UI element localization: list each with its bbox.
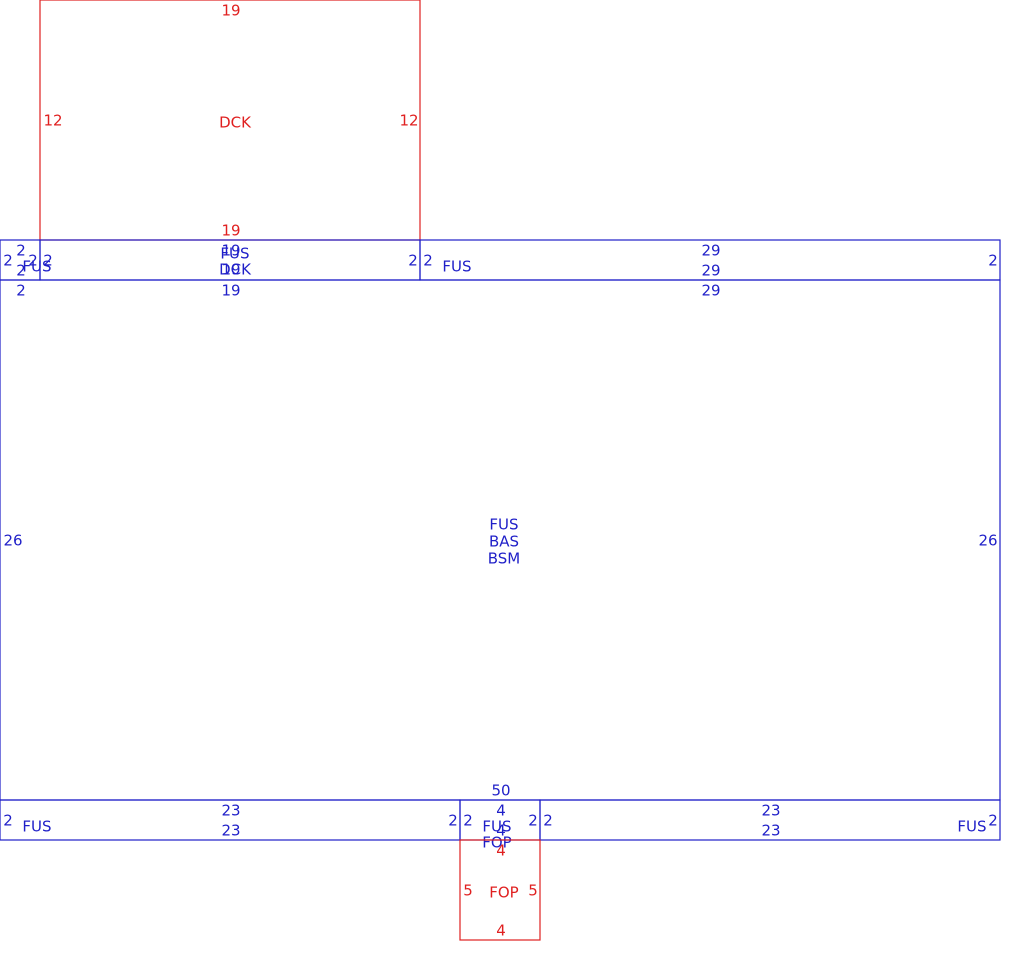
- upper-middle-bottom-dimension: 19: [221, 261, 240, 279]
- main-code-bas: BAS: [489, 533, 519, 551]
- upper-right-code-label: FUS: [442, 258, 471, 276]
- upper-middle-right-dimension: 2: [408, 252, 418, 270]
- deck-right-dimension: 12: [399, 112, 418, 130]
- porch-right-dimension: 5: [528, 882, 538, 900]
- upper-right-right-dimension: 2: [988, 252, 998, 270]
- lower-left-code-label: FUS: [22, 818, 51, 836]
- lower-middle-code-fus: FUS: [482, 818, 511, 836]
- deck-bottom-dimension: 19: [221, 222, 240, 240]
- lower-right-left-dimension: 2: [543, 812, 553, 830]
- deck-top-dimension: 19: [221, 2, 240, 20]
- lower-right-top-dimension: 23: [761, 802, 780, 820]
- main-code-fus: FUS: [489, 516, 518, 534]
- porch-top-dimension: 4: [496, 842, 506, 860]
- main-code-bsm: BSM: [488, 550, 521, 568]
- deck-code-label: DCK: [219, 114, 252, 132]
- lower-middle-top-dimension: 4: [496, 802, 506, 820]
- lower-middle-left-dimension: 2: [463, 812, 473, 830]
- porch-code-label: FOP: [489, 884, 518, 902]
- porch-outline: [459, 839, 541, 941]
- upper-small-top-dimension: 2: [16, 242, 26, 260]
- main-top-right-dimension: 29: [701, 282, 720, 300]
- porch-left-dimension: 5: [463, 882, 473, 900]
- upper-middle-top-dimension: 19: [221, 242, 240, 260]
- main-left-dimension: 26: [3, 532, 22, 550]
- porch-bottom-dimension: 4: [496, 922, 506, 940]
- lower-left-left-dimension: 2: [3, 812, 13, 830]
- lower-middle-bottom-dimension: 4: [496, 822, 506, 840]
- upper-middle-left-dimension: 2: [43, 252, 53, 270]
- upper-middle-code-dck: DCK: [219, 261, 252, 279]
- lower-middle-code-fop: FOP: [482, 834, 511, 852]
- upper-small-bottom-dimension: 2: [16, 262, 26, 280]
- upper-right-bottom-dimension: 29: [701, 262, 720, 280]
- lower-right-right-dimension: 2: [988, 812, 998, 830]
- upper-small-right-dimension: 2: [28, 252, 38, 270]
- deck-left-dimension: 12: [43, 112, 62, 130]
- upper-middle-code-fus: FUS: [220, 245, 249, 263]
- lower-left-bottom-dimension: 23: [221, 822, 240, 840]
- lower-right-bottom-dimension: 23: [761, 822, 780, 840]
- lower-left-right-dimension: 2: [448, 812, 458, 830]
- upper-right-left-dimension: 2: [423, 252, 433, 270]
- upper-right-top-dimension: 29: [701, 242, 720, 260]
- upper-small-left-dimension: 2: [3, 252, 13, 270]
- main-top-middle-dimension: 19: [221, 282, 240, 300]
- main-top-left-dimension: 2: [16, 282, 26, 300]
- lower-right-code-label: FUS: [957, 818, 986, 836]
- main-right-dimension: 26: [978, 532, 997, 550]
- lower-middle-right-dimension: 2: [528, 812, 538, 830]
- lower-strip-right-section: [539, 799, 1001, 841]
- main-bottom-dimension: 50: [491, 782, 510, 800]
- lower-left-top-dimension: 23: [221, 802, 240, 820]
- upper-left-code-label: FUS: [22, 258, 51, 276]
